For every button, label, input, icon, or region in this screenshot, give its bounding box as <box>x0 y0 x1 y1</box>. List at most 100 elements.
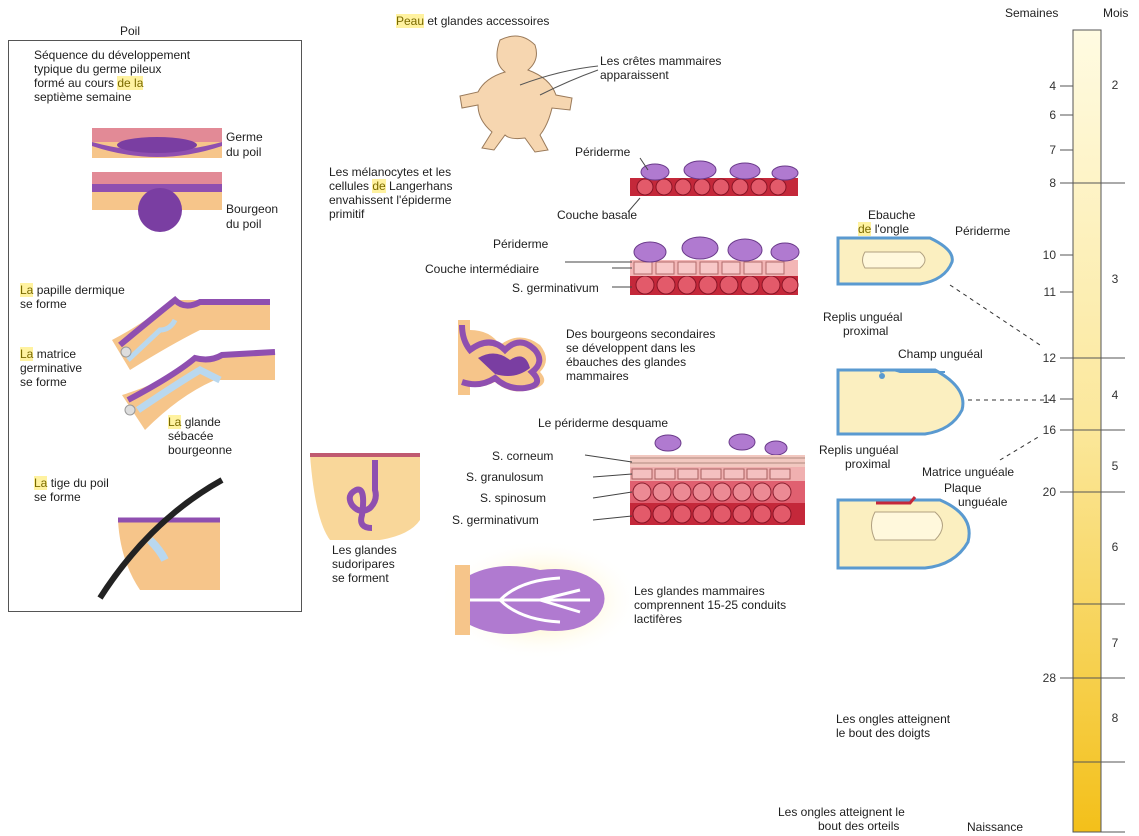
ridges-label-2: apparaissent <box>600 68 669 82</box>
nail-plate-label-2: unguéale <box>958 495 1007 509</box>
nail-anlage-label-1: Ebauche <box>868 208 915 222</box>
melano-label-2c: Langerhans <box>386 179 453 193</box>
shaft-label-1a: La <box>34 476 47 490</box>
hair-bud-label-2: du poil <box>226 217 261 231</box>
nail-anlage-label-2: de l'ongle <box>858 222 909 236</box>
mammary-label-2: comprennent 15-25 conduits <box>634 598 786 612</box>
melano-label-3: envahissent l'épiderme <box>329 193 451 207</box>
hair-panel <box>8 40 302 612</box>
hair-intro-line3a: formé au cours <box>34 76 117 90</box>
sweat-label-3: se forment <box>332 571 389 585</box>
ridges-label-1: Les crêtes mammaires <box>600 54 721 68</box>
nail-fold-label-2b: proximal <box>845 457 890 471</box>
mammary-label-3: lactifères <box>634 612 682 626</box>
week-label: 8 <box>1026 176 1056 190</box>
buds-label-1: Des bourgeons secondaires <box>566 327 715 341</box>
hair-intro-line3b: de la <box>117 76 143 90</box>
skin-title-b: et glandes accessoires <box>424 14 549 28</box>
hair-intro-line1: Séquence du développement <box>34 48 190 62</box>
timeline-bar <box>1073 30 1101 832</box>
hair-germ-label-1: Germe <box>226 130 263 144</box>
skin-title-a: Peau <box>396 14 424 28</box>
sebaceous-label-1b: glande <box>181 415 220 429</box>
matrix-label-1b: matrice <box>33 347 76 361</box>
epidermis-stage2-drawing <box>630 237 799 295</box>
week-label: 7 <box>1026 143 1056 157</box>
sweat-label-2: sudoripares <box>332 557 395 571</box>
nail-field-label: Champ unguéal <box>898 347 983 361</box>
month-label: 5 <box>1105 459 1125 473</box>
nail-plate-drawing <box>838 497 969 568</box>
nail-periderm-label: Périderme <box>955 224 1010 238</box>
nail-plate-label-1: Plaque <box>944 481 981 495</box>
spinosum-label: S. spinosum <box>480 491 546 505</box>
month-label: 2 <box>1105 78 1125 92</box>
toes-label-1: Les ongles atteignent le <box>778 805 905 819</box>
hair-intro-line2: typique du germe pileux <box>34 62 161 76</box>
epidermis-stage1-drawing <box>630 161 798 196</box>
month-label: 4 <box>1105 388 1125 402</box>
germinativum-label-2: S. germinativum <box>452 513 539 527</box>
sebaceous-label-2: sébacée <box>168 429 213 443</box>
month-label: 8 <box>1105 711 1125 725</box>
hair-bud-label-1: Bourgeon <box>226 202 278 216</box>
birth-label: Naissance <box>967 820 1023 834</box>
mammary-gland-drawing <box>455 565 605 635</box>
nail-fold-label-2: Replis unguéal <box>819 443 898 457</box>
nail-anlage-label-2a: de <box>858 222 871 236</box>
week-label: 12 <box>1026 351 1056 365</box>
melano-label-1: Les mélanocytes et les <box>329 165 451 179</box>
toes-label-2: bout des orteils <box>818 819 899 833</box>
nail-fold-label-1: Replis unguéal <box>823 310 902 324</box>
nail-fold-label-1b: proximal <box>843 324 888 338</box>
shaft-label-1b: tige du poil <box>47 476 108 490</box>
periderm-label-2: Périderme <box>493 237 548 251</box>
basal-label: Couche basale <box>557 208 637 222</box>
matrix-label-1: La matrice <box>20 347 76 361</box>
hair-intro-line3: formé au cours de la <box>34 76 143 90</box>
intermediate-label: Couche intermédiaire <box>425 262 539 276</box>
matrix-label-1a: La <box>20 347 33 361</box>
fingers-label-2: le bout des doigts <box>836 726 930 740</box>
sebaceous-label-1a: La <box>168 415 181 429</box>
hair-title: Poil <box>120 24 140 38</box>
months-header: Mois <box>1103 6 1128 20</box>
nail-anlage-label-2b: l'ongle <box>871 222 909 236</box>
sweat-label-1: Les glandes <box>332 543 397 557</box>
week-label: 4 <box>1026 79 1056 93</box>
week-label: 20 <box>1026 485 1056 499</box>
sebaceous-label-3: bourgeonne <box>168 443 232 457</box>
periderm-label-1: Périderme <box>575 145 630 159</box>
month-label: 3 <box>1105 272 1125 286</box>
melano-label-4: primitif <box>329 207 364 221</box>
matrix-label-3: se forme <box>20 375 67 389</box>
nail-matrix-label: Matrice unguéale <box>922 465 1014 479</box>
shaft-label-1: La tige du poil <box>34 476 109 490</box>
week-label: 14 <box>1026 392 1056 406</box>
mammary-label-1: Les glandes mammaires <box>634 584 765 598</box>
corneum-label: S. corneum <box>492 449 553 463</box>
week-label: 6 <box>1026 108 1056 122</box>
melano-label-2: cellules de Langerhans <box>329 179 452 193</box>
papilla-label-2: se forme <box>20 297 67 311</box>
month-label: 7 <box>1105 636 1125 650</box>
papilla-label-1a: La <box>20 283 33 297</box>
nail-field-drawing <box>838 370 963 434</box>
germinativum-label-1: S. germinativum <box>512 281 599 295</box>
weeks-header: Semaines <box>1005 6 1058 20</box>
week-label: 11 <box>1026 285 1056 299</box>
week-label: 16 <box>1026 423 1056 437</box>
granulosum-label: S. granulosum <box>466 470 543 484</box>
melano-label-2a: cellules <box>329 179 372 193</box>
shaft-label-2: se forme <box>34 490 81 504</box>
sweat-gland-drawing <box>310 455 420 540</box>
skin-title: Peau et glandes accessoires <box>396 14 549 28</box>
buds-label-2: se développent dans les <box>566 341 695 355</box>
buds-label-4: mammaires <box>566 369 629 383</box>
buds-label-3: ébauches des glandes <box>566 355 686 369</box>
fingers-label-1: Les ongles atteignent <box>836 712 950 726</box>
sebaceous-label-1: La glande <box>168 415 221 429</box>
hair-intro-line4: septième semaine <box>34 90 131 104</box>
week-label: 10 <box>1026 248 1056 262</box>
matrix-label-2: germinative <box>20 361 82 375</box>
